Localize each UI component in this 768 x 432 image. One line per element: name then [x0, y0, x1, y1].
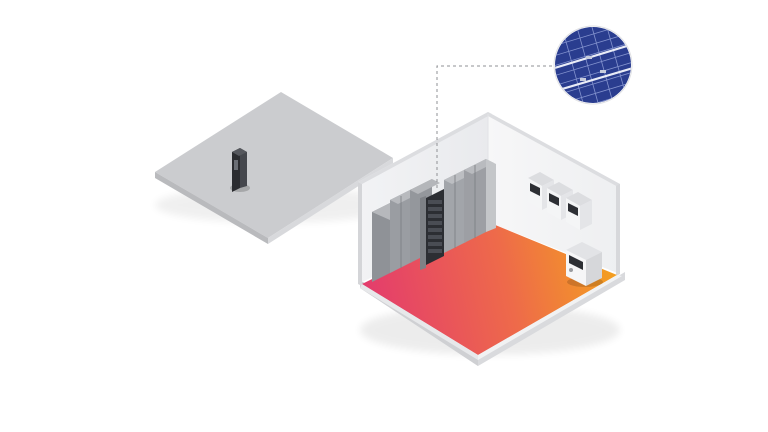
solar-panel-icon — [553, 25, 633, 105]
ev-charger-icon — [230, 148, 250, 192]
battery-unit-icon — [566, 242, 603, 287]
wall-inverter-icon — [528, 172, 592, 230]
rack-modules — [428, 200, 442, 253]
charging-platform — [155, 92, 395, 244]
server-cabinet-icon — [372, 159, 496, 282]
solar-connector-line — [436, 65, 556, 188]
